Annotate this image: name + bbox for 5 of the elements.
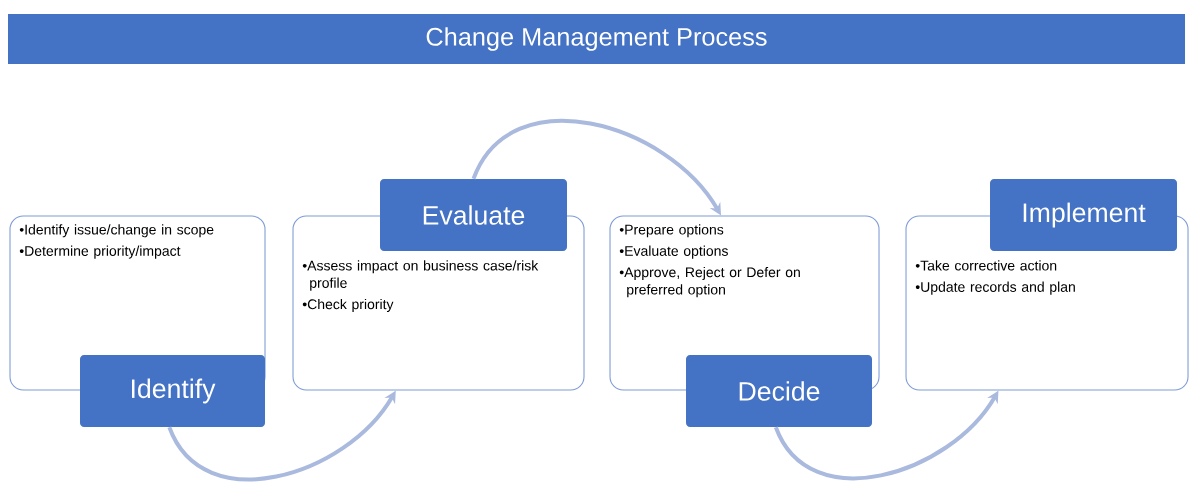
title-banner: Change Management Process: [8, 14, 1185, 64]
step-label: Implement: [990, 179, 1177, 251]
step-label: Evaluate: [380, 179, 567, 251]
step-label: Decide: [686, 355, 872, 427]
step-label: Identify: [80, 355, 265, 427]
